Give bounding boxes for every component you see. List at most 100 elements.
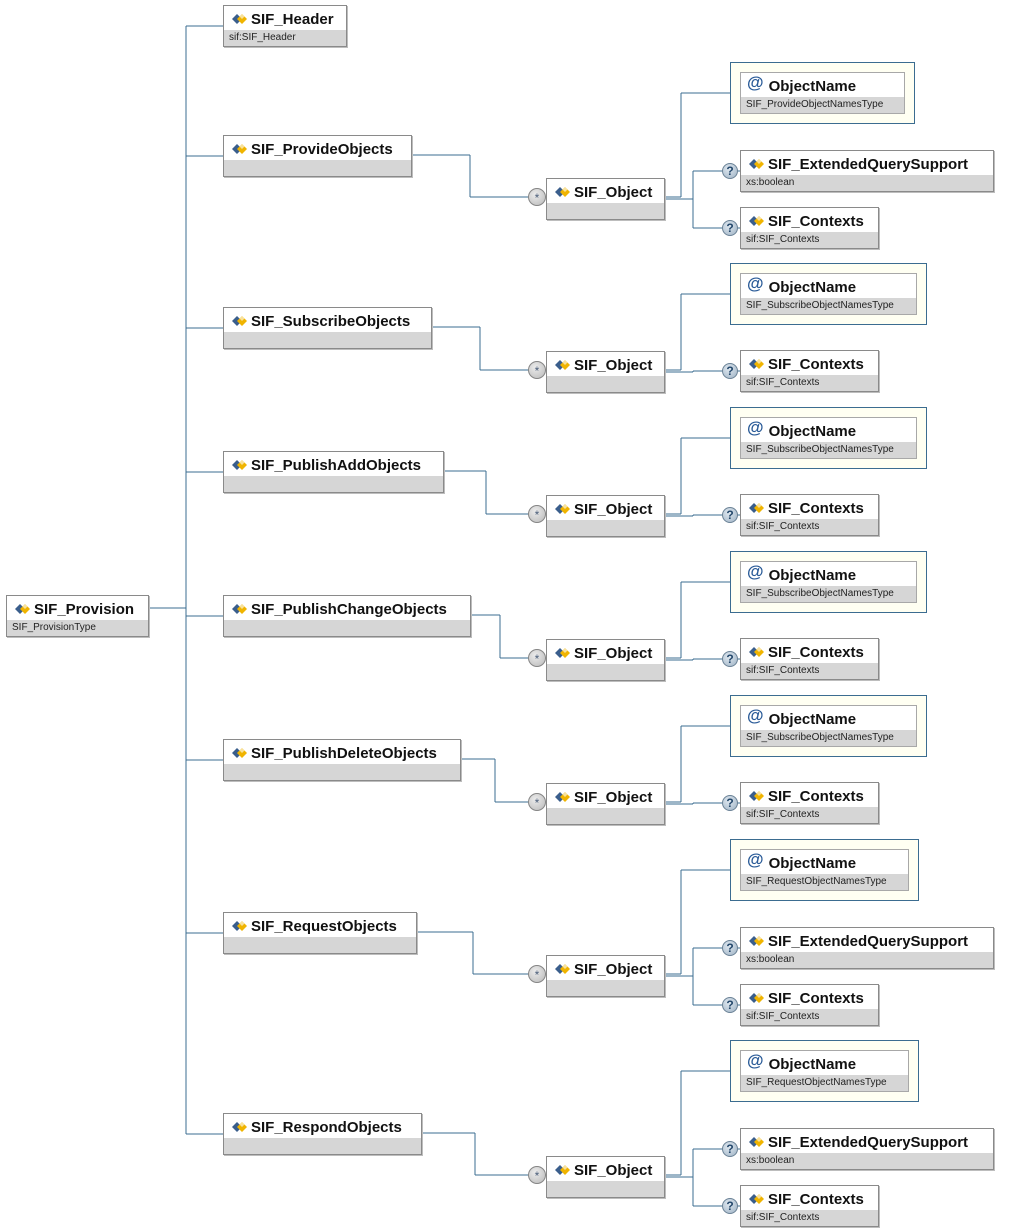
element-icon [555,360,570,370]
child-element-node[interactable]: SIF_PublishAddObjects [223,451,444,493]
node-type: sif:SIF_Contexts [741,1210,878,1226]
node-header: @ObjectName [741,274,916,300]
object-element-node[interactable]: SIF_Object [546,955,665,997]
optional-icon: ? [722,163,738,179]
node-label: SIF_Contexts [768,1190,864,1208]
element-icon [232,316,247,326]
child-element-node[interactable]: SIF_PublishChangeObjects [223,595,471,637]
node-type: sif:SIF_Contexts [741,519,878,535]
child-element-node[interactable]: SIF_SubscribeObjects [223,307,432,349]
node-label: SIF_PublishChangeObjects [251,600,447,618]
node-type [547,1181,664,1197]
repeat-icon: * [528,1166,546,1184]
node-header: SIF_Contexts [741,351,878,377]
node-header: SIF_Contexts [741,1186,878,1212]
node-label: SIF_Contexts [768,787,864,805]
element-icon [749,503,764,513]
attribute-icon: @ [747,418,764,437]
node-header: SIF_RequestObjects [224,913,416,939]
element-icon [555,187,570,197]
element-icon [749,647,764,657]
node-header: SIF_ExtendedQuerySupport [741,1129,993,1155]
node-header: SIF_Contexts [741,208,878,234]
attribute-icon: @ [747,274,764,293]
node-header: @ObjectName [741,73,904,99]
node-label: SIF_RespondObjects [251,1118,402,1136]
object-element-node[interactable]: SIF_Object [546,639,665,681]
node-label: SIF_Object [574,183,653,201]
element-icon [555,648,570,658]
node-label: SIF_Contexts [768,499,864,517]
object-element-node[interactable]: SIF_Object [546,178,665,220]
node-type: SIF_SubscribeObjectNamesType [741,298,916,314]
element-icon [232,748,247,758]
node-label: ObjectName [768,422,857,440]
sequence-element-node[interactable]: SIF_Contexts sif:SIF_Contexts [740,1185,879,1227]
repeat-icon: * [528,361,546,379]
attribute-icon: @ [747,73,764,92]
element-icon [555,1165,570,1175]
node-header: SIF_PublishAddObjects [224,452,443,478]
node-label: SIF_Object [574,1161,653,1179]
node-type: sif:SIF_Contexts [741,1009,878,1025]
node-type [224,160,411,176]
child-element-node[interactable]: SIF_RespondObjects [223,1113,422,1155]
node-header: SIF_ExtendedQuerySupport [741,151,993,177]
sequence-element-node[interactable]: SIF_Contexts sif:SIF_Contexts [740,984,879,1026]
object-element-node[interactable]: SIF_Object [546,351,665,393]
node-header: SIF_Object [547,352,664,378]
node-header: SIF_Contexts [741,495,878,521]
element-icon [749,159,764,169]
child-element-node[interactable]: SIF_ProvideObjects [223,135,412,177]
node-label: ObjectName [768,566,857,584]
node-header: SIF_Object [547,179,664,205]
node-header: SIF_RespondObjects [224,1114,421,1140]
node-label: SIF_Contexts [768,989,864,1007]
element-icon [749,993,764,1003]
object-element-node[interactable]: SIF_Object [546,783,665,825]
object-element-node[interactable]: SIF_Object [546,495,665,537]
element-icon [555,792,570,802]
optional-icon: ? [722,363,738,379]
child-element-node[interactable]: SIF_RequestObjects [223,912,417,954]
optional-icon: ? [722,651,738,667]
node-label: ObjectName [768,710,857,728]
node-type [224,937,416,953]
node-label: ObjectName [768,1055,857,1073]
element-icon [232,921,247,931]
node-type [224,1138,421,1154]
node-label: ObjectName [768,77,857,95]
object-element-node[interactable]: SIF_Object [546,1156,665,1198]
child-element-node[interactable]: SIF_PublishDeleteObjects [223,739,461,781]
node-label: SIF_ExtendedQuerySupport [768,155,969,173]
node-label: SIF_Object [574,788,653,806]
node-header: SIF_Header [224,6,346,32]
node-type: xs:boolean [741,1153,993,1169]
attribute-icon: @ [747,562,764,581]
node-header: SIF_PublishChangeObjects [224,596,470,622]
node-header: SIF_Object [547,784,664,810]
node-type [224,332,431,348]
node-header: @ObjectName [741,1051,908,1077]
sequence-element-node[interactable]: SIF_Contexts sif:SIF_Contexts [740,494,879,536]
